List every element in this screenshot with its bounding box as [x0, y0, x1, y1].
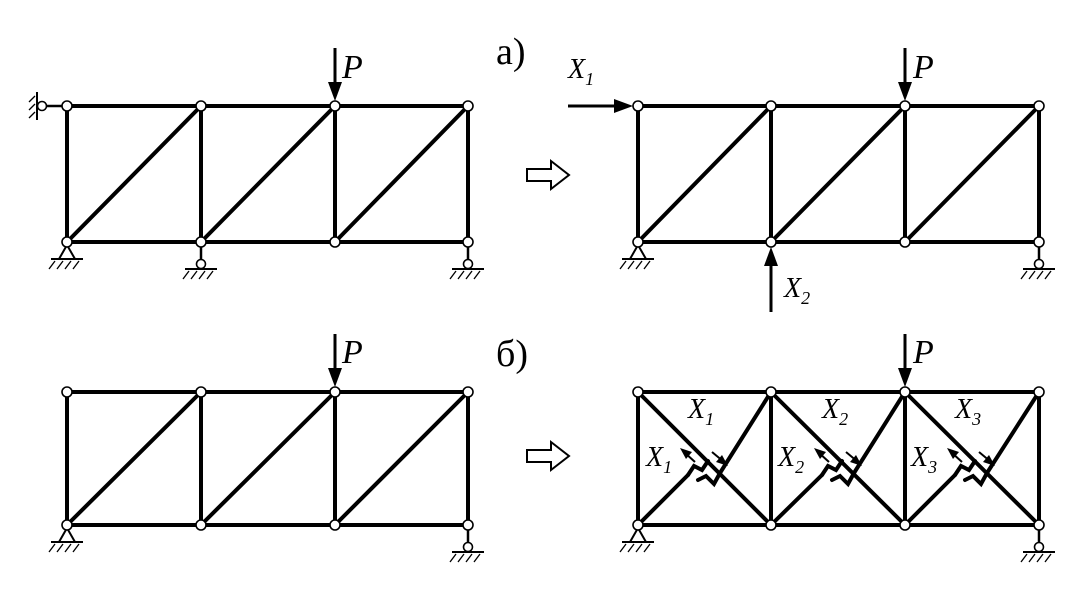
pin-support [48, 244, 84, 270]
panel-label-b: б) [496, 333, 528, 375]
truss-nodes [61, 386, 474, 531]
pin-support [619, 244, 655, 270]
roller-support [448, 245, 486, 281]
x2-label: X2 [783, 273, 810, 308]
x1-label: X1 [567, 54, 594, 89]
implication-arrow-icon [526, 160, 570, 190]
x1-label: X1 [645, 442, 672, 477]
pin-support [48, 527, 84, 553]
load-label: P [912, 49, 934, 86]
x3-label: X3 [910, 442, 937, 477]
force-pair-x1 [680, 448, 728, 466]
force-arrow-x2 [764, 247, 778, 312]
load-arrow-p [328, 334, 342, 387]
roller-support [1019, 245, 1057, 281]
x3-label: X3 [954, 394, 981, 429]
horizontal-support [28, 92, 63, 120]
load-label: P [912, 334, 934, 371]
truss-b-left: P [48, 334, 486, 564]
x2-label: X2 [821, 394, 848, 429]
truss-a-left: P [28, 48, 486, 281]
force-arrow-x1 [568, 99, 633, 113]
force-pair-x2 [814, 448, 862, 466]
roller-support [1019, 528, 1057, 564]
cut-diagonal-panel-1 [636, 390, 773, 527]
load-arrow-p [898, 48, 912, 101]
load-arrow-p [898, 334, 912, 387]
implication-arrow-icon [526, 441, 570, 471]
truss-nodes [61, 100, 474, 248]
load-arrow-p [328, 48, 342, 101]
panel-label-a: а) [496, 31, 526, 73]
truss-nodes [632, 386, 1045, 531]
roller-support [181, 245, 219, 281]
pin-support [619, 527, 655, 553]
cut-diagonal-panel-3 [903, 390, 1041, 527]
load-label: P [341, 334, 363, 371]
load-label: P [341, 49, 363, 86]
x1-label: X1 [687, 394, 714, 429]
roller-support [448, 528, 486, 564]
cut-diagonal-panel-2 [769, 390, 907, 527]
force-pair-x3 [947, 448, 995, 466]
truss-a-right: X1 X2 P [567, 48, 1057, 312]
x2-label: X2 [777, 442, 804, 477]
truss-b-right: X1 X1 X2 X2 X3 X3 P [619, 334, 1057, 564]
